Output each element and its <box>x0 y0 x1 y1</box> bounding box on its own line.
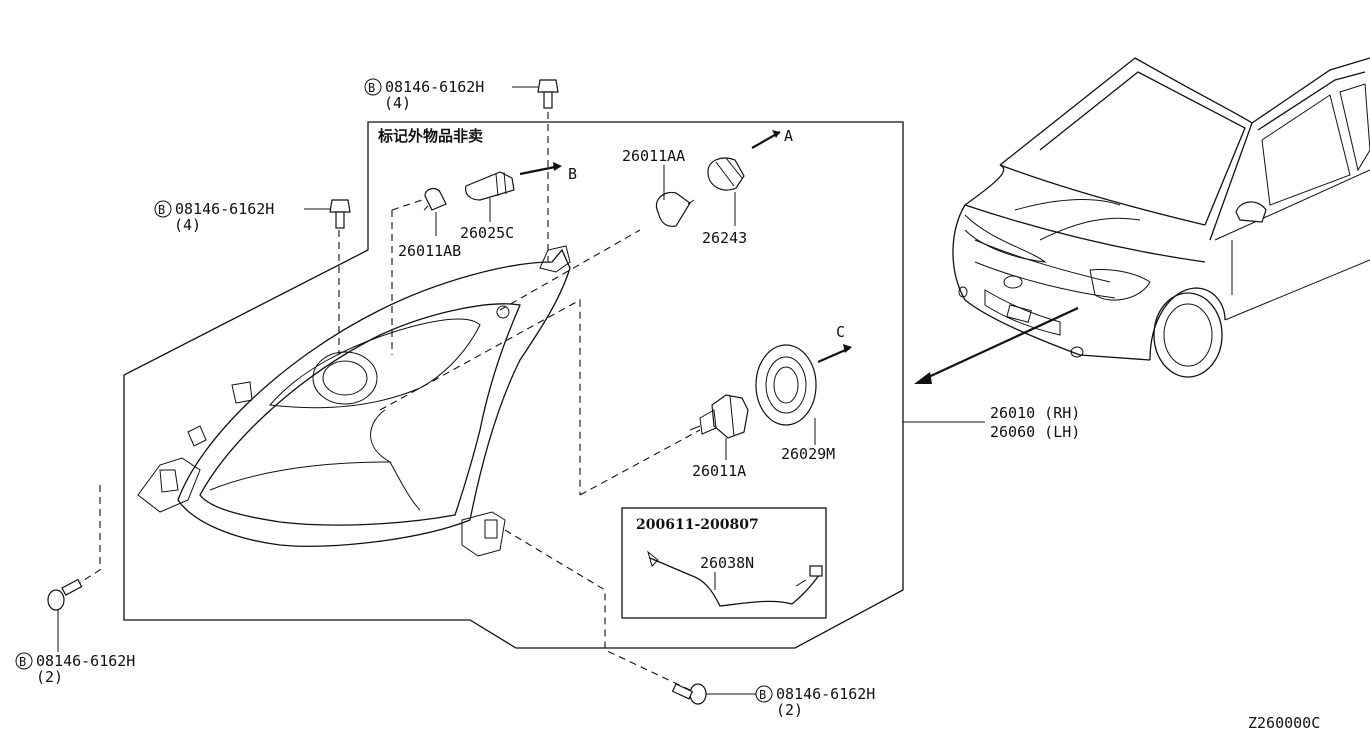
vehicle-silhouette-icon <box>952 57 1370 378</box>
b-marker-icon <box>364 78 382 96</box>
bolt-qty-left-lower: (2) <box>36 668 63 686</box>
b-marker-icon <box>15 652 33 670</box>
bolt-code-bottom: 08146-6162H <box>776 685 875 703</box>
bolt-left-lower-icon[interactable] <box>47 578 83 611</box>
bolt-qty-top: (4) <box>384 94 411 112</box>
bolt-top-icon[interactable] <box>537 79 559 109</box>
b-marker-letter: B <box>759 688 766 702</box>
arrow-label-c: C <box>836 323 845 341</box>
part-label-26025C: 26025C <box>460 224 514 242</box>
note-label: 标记外物品非卖 <box>377 127 483 145</box>
bolt-qty-bottom: (2) <box>776 701 803 719</box>
part-label-26243: 26243 <box>702 229 747 247</box>
b-marker-letter: B <box>158 203 165 217</box>
b-marker-icon <box>154 200 172 218</box>
part-label-26011AB: 26011AB <box>398 242 461 260</box>
dust-cap-26029M-icon[interactable] <box>755 344 817 426</box>
inset-box <box>621 507 827 619</box>
diagram-code: Z260000C <box>1248 714 1320 732</box>
bolt-code-top: 08146-6162H <box>385 78 484 96</box>
bulb-26011AA-icon[interactable] <box>655 191 695 227</box>
headlamp-housing[interactable] <box>137 245 571 557</box>
part-label-26038N: 26038N <box>700 554 754 572</box>
arrow-label-b: B <box>568 165 577 183</box>
arrow-label-a: A <box>784 127 793 145</box>
part-label-headlamp-lh: 26060 (LH) <box>990 423 1080 441</box>
harness-26038N-icon[interactable] <box>647 550 823 607</box>
bolt-left-upper-icon[interactable] <box>329 199 351 229</box>
bolt-code-left-upper: 08146-6162H <box>175 200 274 218</box>
b-marker-letter: B <box>368 81 375 95</box>
part-label-26029M: 26029M <box>781 445 835 463</box>
part-label-26011AA: 26011AA <box>622 147 685 165</box>
inset-date-range: 200611-200807 <box>636 517 759 533</box>
bolt-code-left-lower: 08146-6162H <box>36 652 135 670</box>
bolt-qty-left-upper: (4) <box>174 216 201 234</box>
bolt-bottom-icon[interactable] <box>671 683 707 705</box>
bulb-26011A-icon[interactable] <box>689 394 749 439</box>
assembly-frame <box>123 121 904 649</box>
part-label-26011A: 26011A <box>692 462 746 480</box>
b-marker-letter: B <box>19 655 26 669</box>
b-marker-icon <box>755 685 773 703</box>
part-label-headlamp-rh: 26010 (RH) <box>990 404 1080 422</box>
bulb-26011AB-icon[interactable] <box>423 187 447 211</box>
socket-26243-icon[interactable] <box>707 157 745 191</box>
socket-26025C-icon[interactable] <box>465 171 515 201</box>
